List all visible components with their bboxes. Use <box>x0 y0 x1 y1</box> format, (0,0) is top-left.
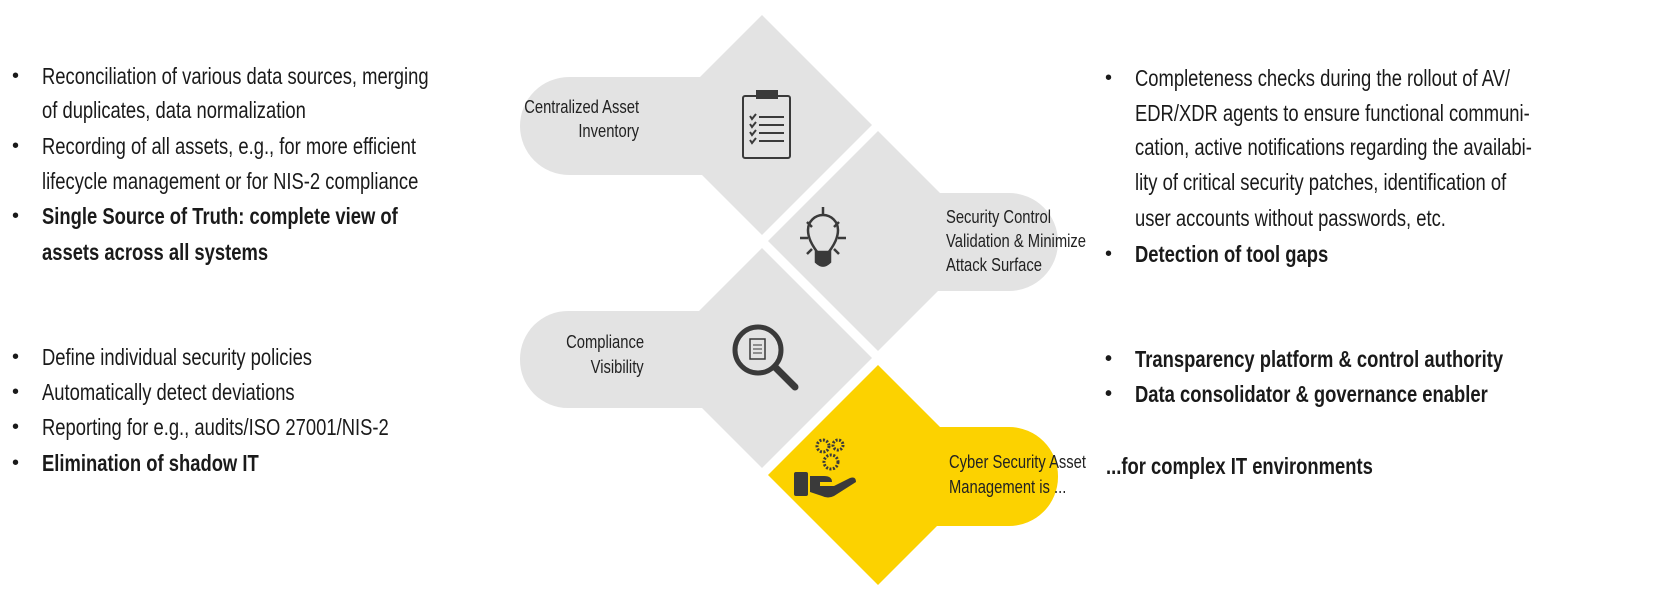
tagline: ...for complex IT environments <box>1106 453 1373 479</box>
tile-centralized-asset-inventory <box>520 15 872 235</box>
bullet: • <box>1105 383 1113 405</box>
bullet: • <box>12 381 20 403</box>
magnifier-document-icon <box>732 324 799 391</box>
hand-gears-icon <box>794 438 856 498</box>
tile-label-line: Centralized Asset <box>524 97 639 117</box>
list-item-line: Automatically detect deviations <box>42 379 295 405</box>
tile-label-line: Security Control <box>946 207 1052 227</box>
list-item-line: Transparency platform & control authorit… <box>1135 346 1504 372</box>
tile-compliance-visibility <box>520 248 872 468</box>
list-item-line: user accounts without passwords, etc. <box>1135 205 1446 231</box>
tile-label-line: Inventory <box>578 121 639 141</box>
list-item-line: assets across all systems <box>42 239 269 265</box>
bullet: • <box>12 452 20 474</box>
list-item-line: Reconciliation of various data sources, … <box>42 63 429 89</box>
list-item-line: lity of critical security patches, ident… <box>1135 169 1507 195</box>
list-item-line: Data consolidator & governance enabler <box>1135 381 1488 407</box>
bullet: • <box>12 346 20 368</box>
tile-label-line: Attack Surface <box>946 255 1042 275</box>
bullet: • <box>12 65 20 87</box>
tile-label-line: Visibility <box>590 357 644 377</box>
tile-cyber-security-asset-management <box>768 365 1058 585</box>
list-item-line: Reporting for e.g., audits/ISO 27001/NIS… <box>42 414 389 440</box>
lightbulb-icon <box>800 207 846 267</box>
tile-label-line: Compliance <box>566 332 644 352</box>
list-item-line: cation, active notifications regarding t… <box>1135 134 1532 160</box>
list-item-line: Completeness checks during the rollout o… <box>1135 65 1511 91</box>
bullet: • <box>1105 67 1113 89</box>
list-item-line: Single Source of Truth: complete view of <box>42 203 398 229</box>
bullet: • <box>12 135 20 157</box>
list-item-line: of duplicates, data normalization <box>42 97 306 123</box>
bullet: • <box>1105 348 1113 370</box>
bullet: • <box>12 416 20 438</box>
list-item-line: EDR/XDR agents to ensure functional comm… <box>1135 100 1530 126</box>
list-item-line: Define individual security policies <box>42 344 312 370</box>
clipboard-checklist-icon <box>742 90 791 159</box>
tile-label-line: Validation & Minimize <box>946 231 1087 251</box>
tile-label-line: Cyber Security Asset <box>949 452 1086 472</box>
list-item-line: lifecycle management or for NIS-2 compli… <box>42 168 419 194</box>
list-item-line: Elimination of shadow IT <box>42 450 259 476</box>
list-item-line: Detection of tool gaps <box>1135 241 1329 267</box>
tile-security-control-validation <box>768 131 1058 351</box>
tile-label-line: Management is ... <box>949 477 1067 497</box>
list-item-line: Recording of all assets, e.g., for more … <box>42 133 416 159</box>
bullet: • <box>1105 243 1113 265</box>
bullet: • <box>12 205 20 227</box>
